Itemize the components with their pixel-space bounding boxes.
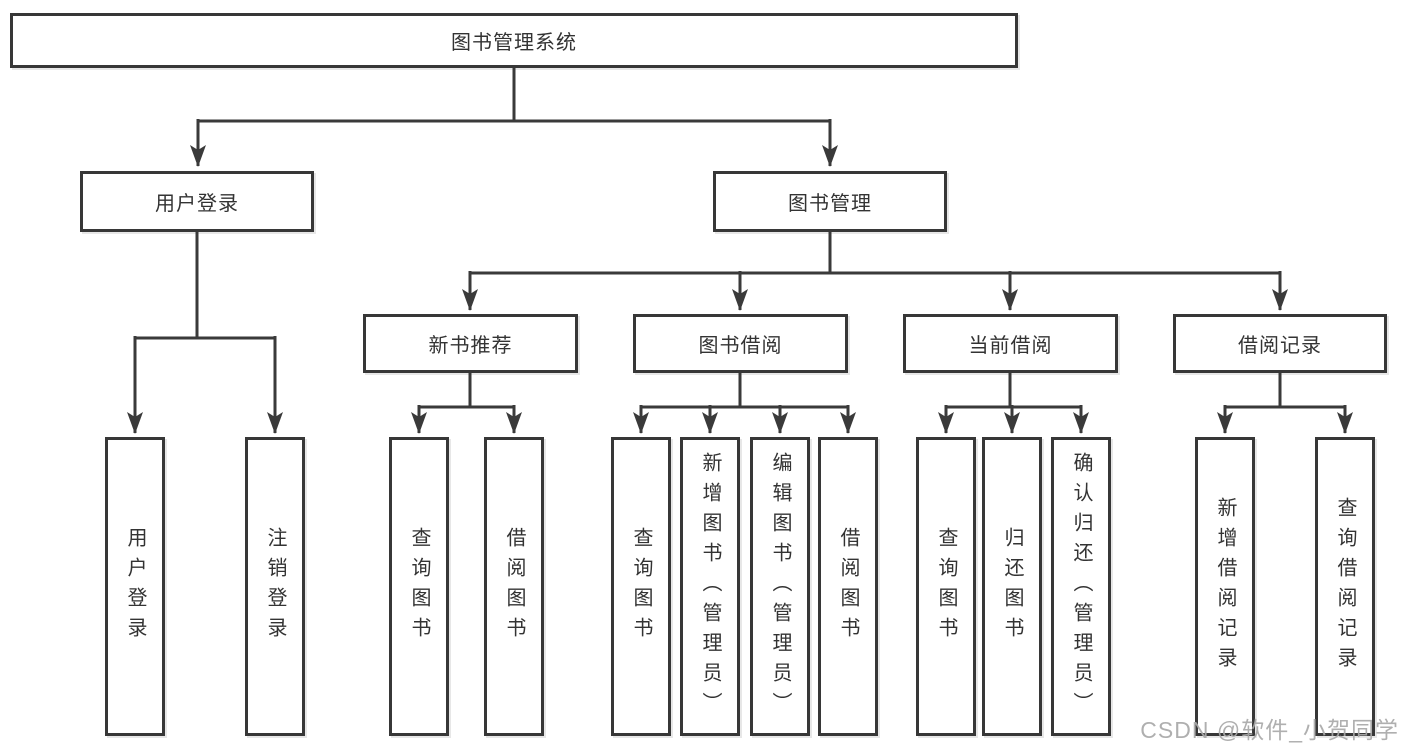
node-current-borrow-label: 当前借阅 [968,335,1053,357]
leaf-current-query-book-label: 查询图书 [935,526,957,647]
node-book-management: 图书管理 [713,171,947,232]
leaf-current-confirm-return-admin-label: 确认归还（管理员） [1070,451,1092,722]
node-new-book-recommend: 新书推荐 [363,314,578,373]
leaf-borrow-edit-book-admin-label: 编辑图书（管理员） [769,451,791,722]
leaf-current-confirm-return-admin: 确认归还（管理员） [1051,437,1111,736]
node-user-login: 用户登录 [80,171,314,232]
leaf-borrow-add-book-admin: 新增图书（管理员） [680,437,740,736]
leaf-logout: 注销登录 [245,437,305,736]
node-user-login-label: 用户登录 [155,193,239,215]
leaf-borrow-query-book-label: 查询图书 [630,526,652,647]
leaf-newbook-query-book: 查询图书 [389,437,449,736]
leaf-newbook-borrow-book: 借阅图书 [484,437,544,736]
leaf-borrow-borrow-book: 借阅图书 [818,437,878,736]
leaf-current-return-book: 归还图书 [982,437,1042,736]
leaf-borrow-borrow-book-label: 借阅图书 [837,526,859,647]
leaf-record-add-record-label: 新增借阅记录 [1214,496,1236,677]
leaf-current-return-book-label: 归还图书 [1001,526,1023,647]
leaf-record-query-record: 查询借阅记录 [1315,437,1375,736]
node-current-borrow: 当前借阅 [903,314,1118,373]
leaf-newbook-query-book-label: 查询图书 [408,526,430,647]
node-book-management-label: 图书管理 [788,193,872,215]
leaf-logout-label: 注销登录 [264,526,286,647]
node-root-label: 图书管理系统 [451,32,577,54]
leaf-record-query-record-label: 查询借阅记录 [1334,496,1356,677]
node-book-borrow-label: 图书借阅 [698,335,783,357]
node-new-book-recommend-label: 新书推荐 [428,335,513,357]
node-borrow-record-label: 借阅记录 [1238,335,1322,357]
node-book-borrow: 图书借阅 [633,314,848,373]
leaf-borrow-add-book-admin-label: 新增图书（管理员） [699,451,721,722]
leaf-newbook-borrow-book-label: 借阅图书 [503,526,525,647]
leaf-user-login-label: 用户登录 [124,526,146,647]
leaf-record-add-record: 新增借阅记录 [1195,437,1255,736]
node-root: 图书管理系统 [10,13,1018,68]
leaf-user-login: 用户登录 [105,437,165,736]
leaf-borrow-edit-book-admin: 编辑图书（管理员） [750,437,810,736]
leaf-current-query-book: 查询图书 [916,437,976,736]
node-borrow-record: 借阅记录 [1173,314,1387,373]
leaf-borrow-query-book: 查询图书 [611,437,671,736]
